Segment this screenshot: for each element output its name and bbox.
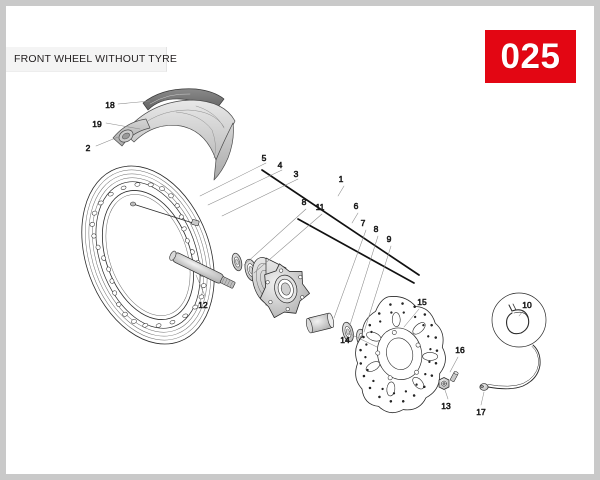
callout-3: 3 bbox=[294, 169, 299, 179]
callout-numbers: 1 2 3 4 5 6 7 8 8 9 10 11 12 13 14 15 16 bbox=[85, 100, 532, 418]
callout-17: 17 bbox=[476, 407, 486, 417]
retaining-clip-detail bbox=[491, 292, 547, 348]
wheel-hub bbox=[251, 257, 310, 319]
callout-10: 10 bbox=[522, 300, 532, 310]
callout-12: 12 bbox=[198, 300, 208, 310]
callout-1: 1 bbox=[339, 174, 344, 184]
diagram-canvas: FRONT WHEEL WITHOUT TYRE 025 bbox=[6, 6, 594, 474]
callout-16: 16 bbox=[455, 345, 465, 355]
page-title: FRONT WHEEL WITHOUT TYRE bbox=[14, 53, 178, 65]
detached-spoke bbox=[130, 201, 200, 227]
wheel-rim bbox=[81, 165, 215, 345]
callout-2: 2 bbox=[86, 143, 91, 153]
front-mudguard-group bbox=[112, 88, 236, 181]
brake-disc bbox=[355, 296, 446, 414]
callout-8b: 8 bbox=[374, 224, 379, 234]
callout-11: 11 bbox=[316, 202, 325, 212]
page-number-label: 025 bbox=[500, 37, 561, 76]
callout-4: 4 bbox=[278, 160, 283, 170]
front-axle bbox=[169, 250, 236, 289]
leader-spines bbox=[261, 169, 420, 284]
sensor-screw bbox=[449, 371, 459, 382]
callout-18: 18 bbox=[105, 100, 115, 110]
page-number-badge: 025 bbox=[485, 30, 576, 83]
leader-lines bbox=[95, 100, 524, 406]
callout-7: 7 bbox=[361, 218, 366, 228]
callout-19: 19 bbox=[92, 119, 102, 129]
callout-14: 14 bbox=[340, 335, 350, 345]
callout-8a: 8 bbox=[302, 197, 307, 207]
callout-6: 6 bbox=[354, 201, 359, 211]
exploded-wheel-illustration: 1 2 3 4 5 6 7 8 8 9 10 11 12 13 14 15 16 bbox=[81, 88, 547, 418]
callout-5: 5 bbox=[262, 153, 267, 163]
callout-13: 13 bbox=[441, 401, 451, 411]
callout-15: 15 bbox=[417, 297, 427, 307]
callout-9: 9 bbox=[387, 234, 392, 244]
abs-sensor-cable bbox=[479, 344, 541, 391]
title-band bbox=[6, 47, 167, 72]
disc-bolt bbox=[438, 377, 450, 390]
